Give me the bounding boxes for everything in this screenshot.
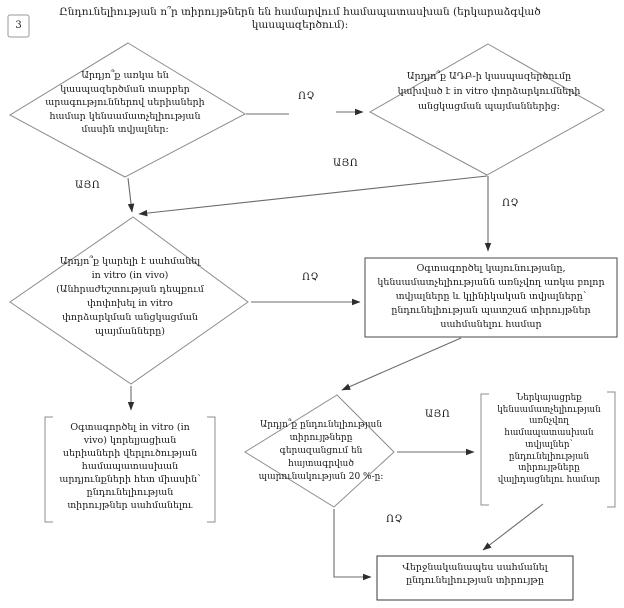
terminal-final-range-shape xyxy=(376,555,574,601)
connector-d2-yes-to-d3 xyxy=(138,175,488,217)
decision-bioavailability-data-shape xyxy=(8,42,247,178)
bracket-right-validate-box xyxy=(607,391,616,508)
page-number: 3 xyxy=(15,20,22,31)
label-no-d3-r1: ՈՉ xyxy=(302,272,319,283)
label-yes-d4-b2: ԱՅՈ xyxy=(425,409,451,420)
connector-b2-to-r2 xyxy=(482,503,544,551)
page-title: Ընդունելիության ո՞ր տիրույթներն են համար… xyxy=(59,6,541,31)
bracket-left-validate-box xyxy=(480,393,489,506)
decision-ivivc-shape xyxy=(9,216,249,385)
decision-api-conditions-shape xyxy=(368,43,606,176)
process-use-all-data-shape xyxy=(364,257,618,338)
decision-api-conditions-text: Արդյո՞ք ԱԴԲ-ի կասպազերծումը կախված է in … xyxy=(397,71,581,112)
connector-d4-no-to-r2 xyxy=(333,509,372,581)
process-use-all-data-text: Օգտագործել կայունությանը, կենսամատչելիու… xyxy=(377,263,605,330)
decision-ivivc-text: Արդյո՞ք կարելի է սահմանել in vitro (in v… xyxy=(56,256,204,337)
decision-20-percent-text: Արդյո՞ք ընդունելիության տիրույթները գերա… xyxy=(258,420,384,482)
terminal-final-range-text: Վերջնականապես սահմանել ընդունելիության տ… xyxy=(402,562,548,586)
process-ivivc-correlation-text: Օգտագործել in vitro (in vivo) կորելյացիա… xyxy=(59,422,201,511)
bracket-left-ivivc-box xyxy=(44,416,53,523)
process-validate-ranges-text: Ներկայացրեք կենսամատչելիության առնչվող հ… xyxy=(497,393,601,485)
label-no-d4-r2: ՈՉ xyxy=(386,514,403,525)
page-number-box xyxy=(7,14,30,38)
decision-bioavailability-data-text: Արդյո՞ք առկա են կասպազերծման տարբեր արագ… xyxy=(45,70,205,135)
connector-r1-to-d4 xyxy=(341,337,462,391)
connector-d1-yes-to-d3 xyxy=(127,177,135,213)
bracket-right-ivivc-box xyxy=(207,416,216,523)
label-no-d1-d2: ՈՉ xyxy=(298,91,315,102)
label-yes-d2-d3: ԱՅՈ xyxy=(333,158,359,169)
label-yes-d1-d3: ԱՅՈ xyxy=(75,180,101,191)
decision-20-percent-shape xyxy=(244,394,395,508)
label-no-d2-r1: ՈՉ xyxy=(502,198,519,209)
